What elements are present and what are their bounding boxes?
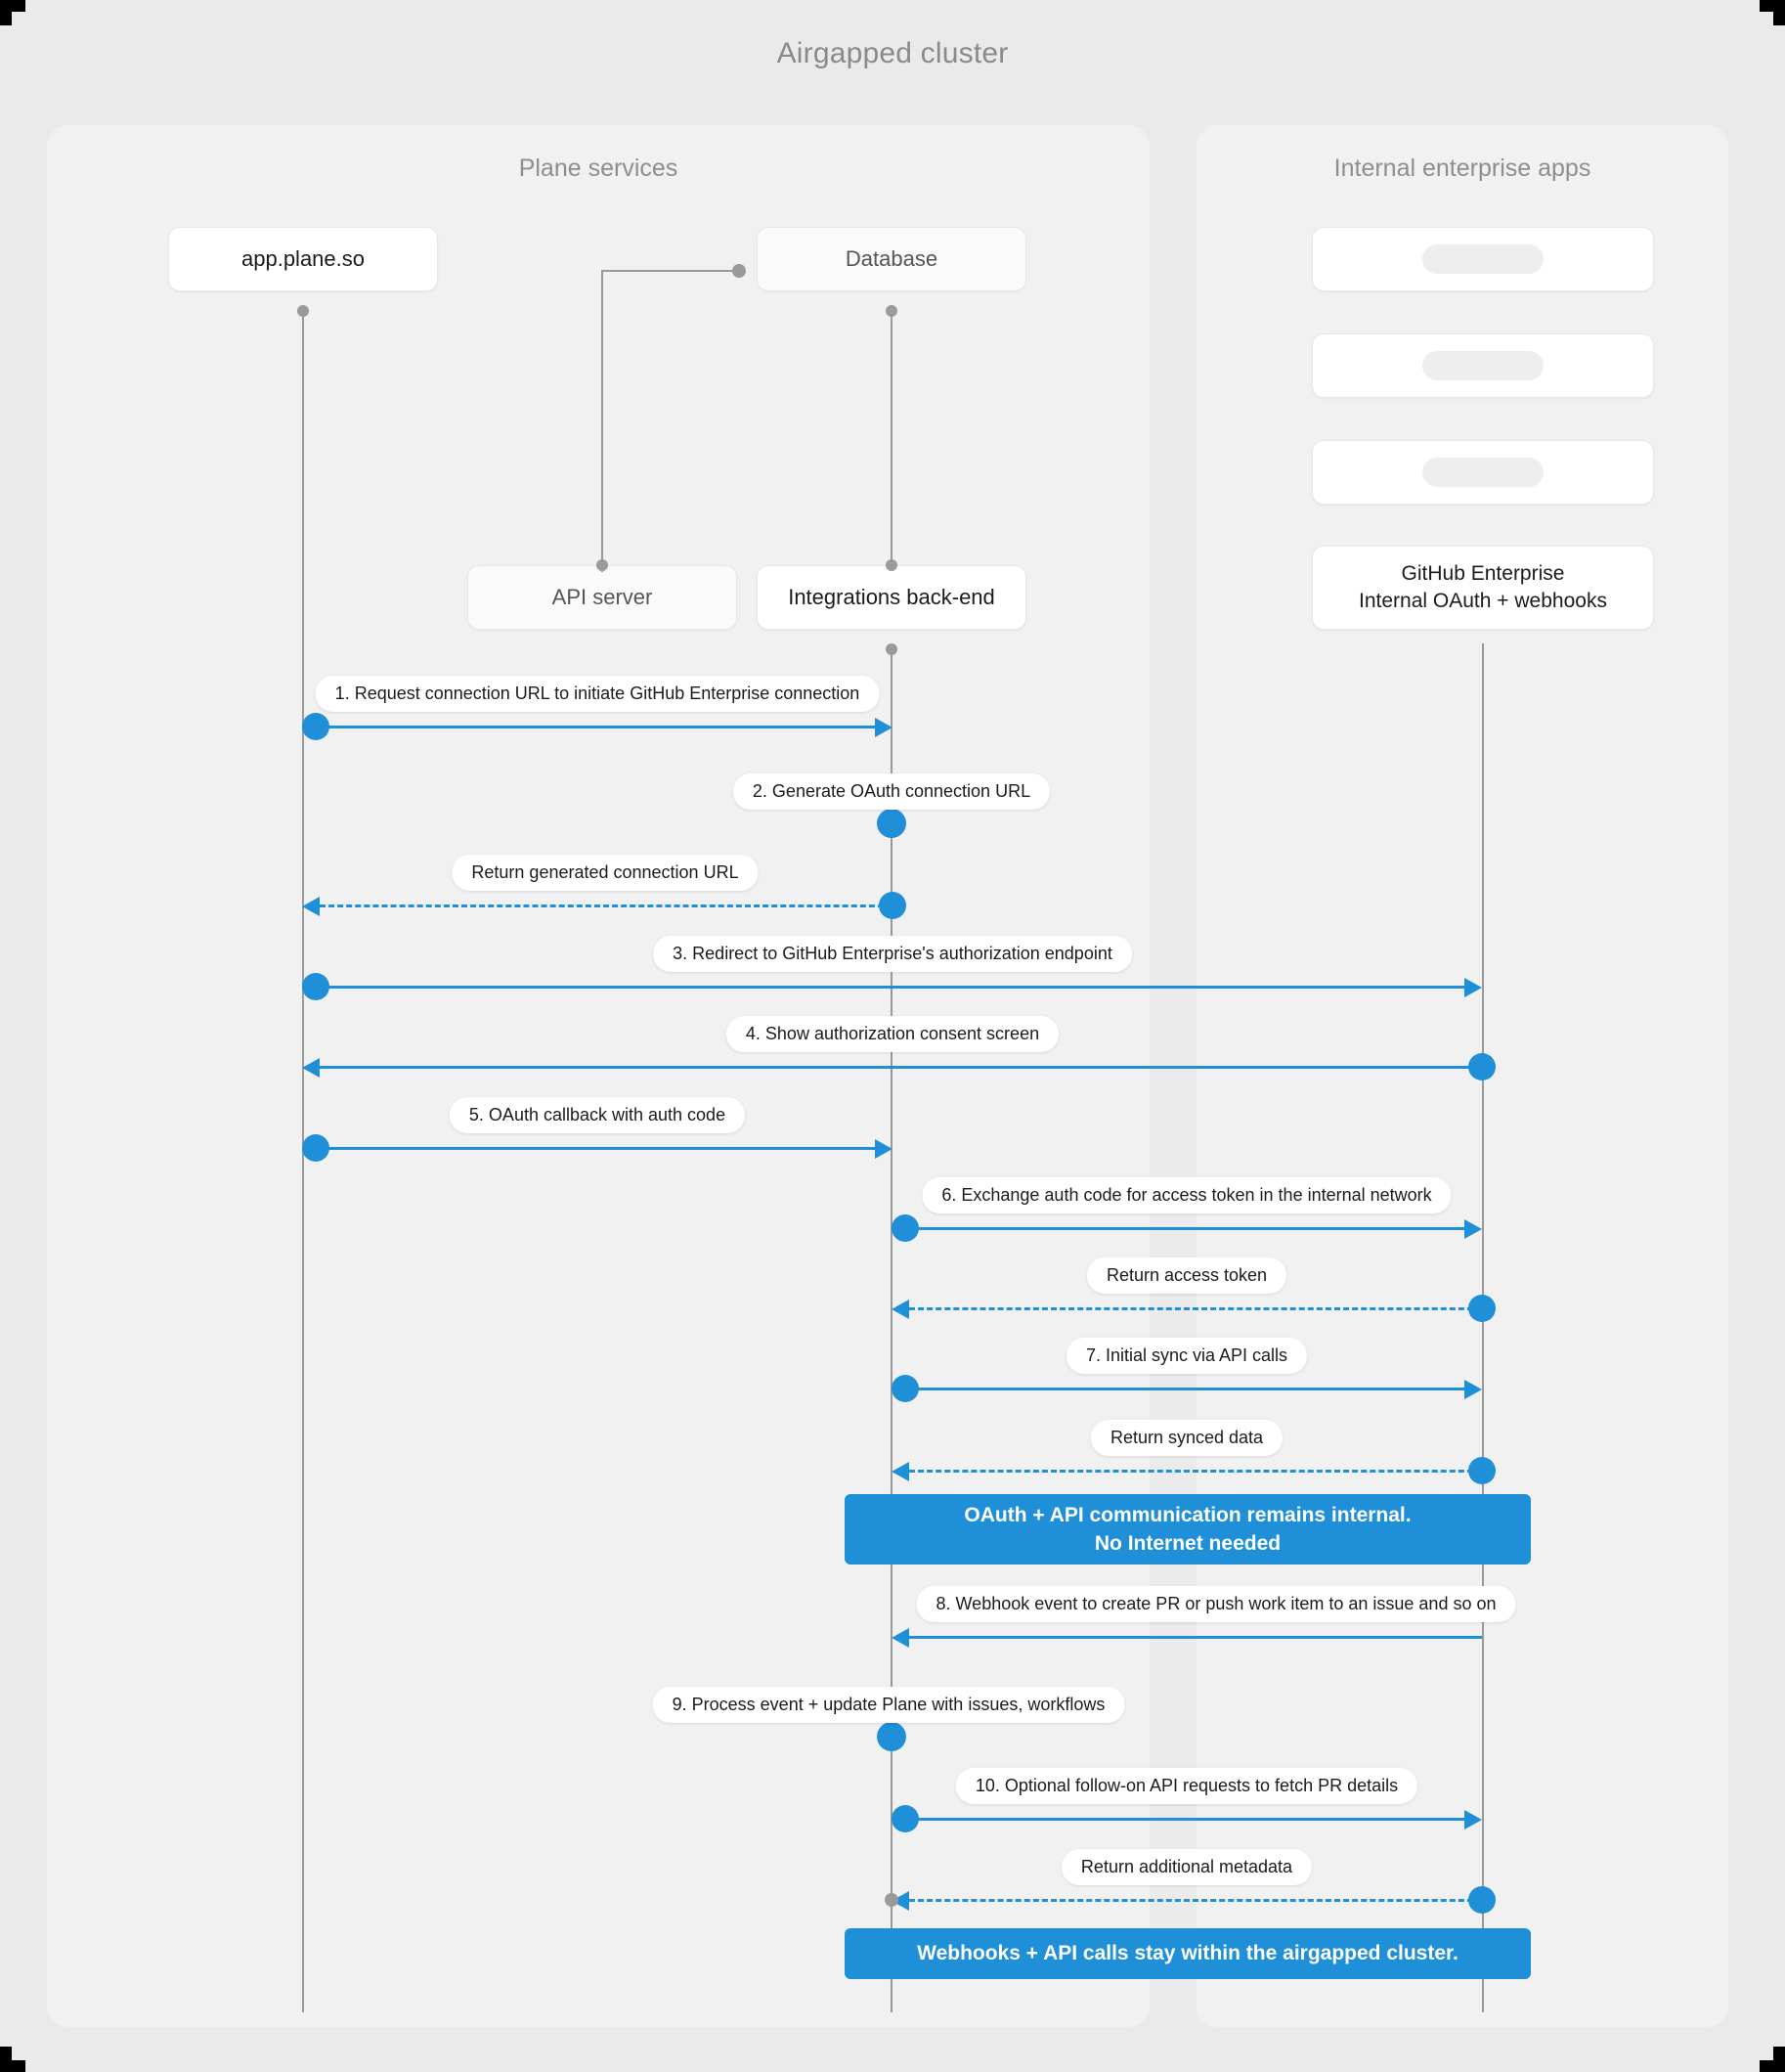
participant-placeholder-3[interactable] (1312, 440, 1654, 505)
lifeline-dot-api-server (596, 559, 608, 571)
message-4-label: 3. Redirect to GitHub Enterprise's autho… (653, 936, 1132, 972)
participant-integrations-backend[interactable]: Integrations back-end (757, 565, 1026, 630)
message-6-label: 5. OAuth callback with auth code (449, 1097, 746, 1133)
message-9-arrowhead (1464, 1380, 1482, 1399)
message-14-label: Return additional metadata (1061, 1849, 1313, 1885)
swimlane-internal-enterprise-apps: Internal enterprise apps (1197, 125, 1728, 2027)
note-internal-line-2: No Internet needed (1094, 1532, 1282, 1555)
participant-placeholder-2[interactable] (1312, 333, 1654, 398)
diagram-title: Airgapped cluster (776, 37, 1009, 69)
swimlane-internal-enterprise-apps-title: Internal enterprise apps (1333, 154, 1591, 182)
participant-api-server[interactable]: API server (467, 565, 737, 630)
connector-api-server-to-database (601, 264, 746, 572)
message-11-label: 8. Webhook event to create PR or push wo… (916, 1586, 1516, 1622)
message-10-label: Return synced data (1090, 1420, 1284, 1456)
lifeline-dot-integrations-top (886, 559, 897, 571)
message-1-arrowhead (875, 718, 892, 737)
message-8-origin-dot (1468, 1295, 1496, 1322)
participant-github-enterprise[interactable]: GitHub Enterprise Internal OAuth + webho… (1312, 546, 1654, 630)
message-5-label: 4. Show authorization consent screen (725, 1016, 1060, 1052)
github-enterprise-line-2: Internal OAuth + webhooks (1359, 590, 1607, 612)
crop-mark-bottom-right (1760, 2047, 1785, 2072)
lifeline-dot-integrations-bottom (886, 643, 897, 655)
crop-mark-top-left (0, 0, 25, 25)
lifeline-app-plane-so (302, 305, 304, 2012)
swimlane-plane-services-title: Plane services (518, 154, 678, 182)
note-airgapped-cluster: Webhooks + API calls stay within the air… (845, 1928, 1531, 1979)
lifeline-api-server (601, 305, 603, 565)
message-6-arrowhead (875, 1139, 892, 1159)
message-2-label: 2. Generate OAuth connection URL (732, 773, 1051, 810)
message-8-label: Return access token (1086, 1257, 1287, 1294)
note-internal-line-1: OAuth + API communication remains intern… (964, 1503, 1412, 1526)
note-internal-communication: OAuth + API communication remains intern… (845, 1494, 1531, 1565)
crop-mark-bottom-left (0, 2047, 25, 2072)
message-5-arrowhead (302, 1058, 320, 1078)
message-4-arrowhead (1464, 978, 1482, 997)
lifeline-database (891, 305, 892, 565)
lifeline-integrations-backend (891, 643, 892, 2012)
message-10-origin-dot (1468, 1457, 1496, 1484)
placeholder-pill-icon (1422, 351, 1544, 380)
message-3-arrowhead (302, 897, 320, 916)
placeholder-pill-icon (1422, 458, 1544, 487)
message-12-activation-dot (877, 1722, 906, 1751)
participant-placeholder-1[interactable] (1312, 227, 1654, 291)
message-8-arrowhead (892, 1300, 909, 1319)
message-3-origin-dot (879, 892, 906, 919)
message-12-label: 9. Process event + update Plane with iss… (652, 1687, 1125, 1723)
message-7-arrowhead (1464, 1219, 1482, 1239)
lifeline-dot-app-plane-so (297, 305, 309, 317)
message-14-target-dot (885, 1893, 898, 1907)
placeholder-pill-icon (1422, 244, 1544, 274)
message-11-arrowhead (892, 1628, 909, 1648)
message-13-label: 10. Optional follow-on API requests to f… (955, 1768, 1418, 1804)
message-9-label: 7. Initial sync via API calls (1066, 1338, 1308, 1374)
lifeline-dot-database (886, 305, 897, 317)
lifeline-github-enterprise (1482, 643, 1484, 2012)
message-13-arrowhead (1464, 1810, 1482, 1830)
github-enterprise-line-1: GitHub Enterprise (1401, 561, 1565, 585)
message-5-origin-dot (1468, 1053, 1496, 1080)
message-10-arrowhead (892, 1462, 909, 1481)
message-7-label: 6. Exchange auth code for access token i… (922, 1177, 1452, 1213)
message-3-label: Return generated connection URL (452, 855, 759, 891)
participant-app-plane-so[interactable]: app.plane.so (168, 227, 438, 291)
message-1-label: 1. Request connection URL to initiate Gi… (315, 676, 880, 712)
message-14-origin-dot (1468, 1886, 1496, 1914)
crop-mark-top-right (1760, 0, 1785, 25)
participant-database[interactable]: Database (757, 227, 1026, 291)
message-2-activation-dot (877, 809, 906, 838)
